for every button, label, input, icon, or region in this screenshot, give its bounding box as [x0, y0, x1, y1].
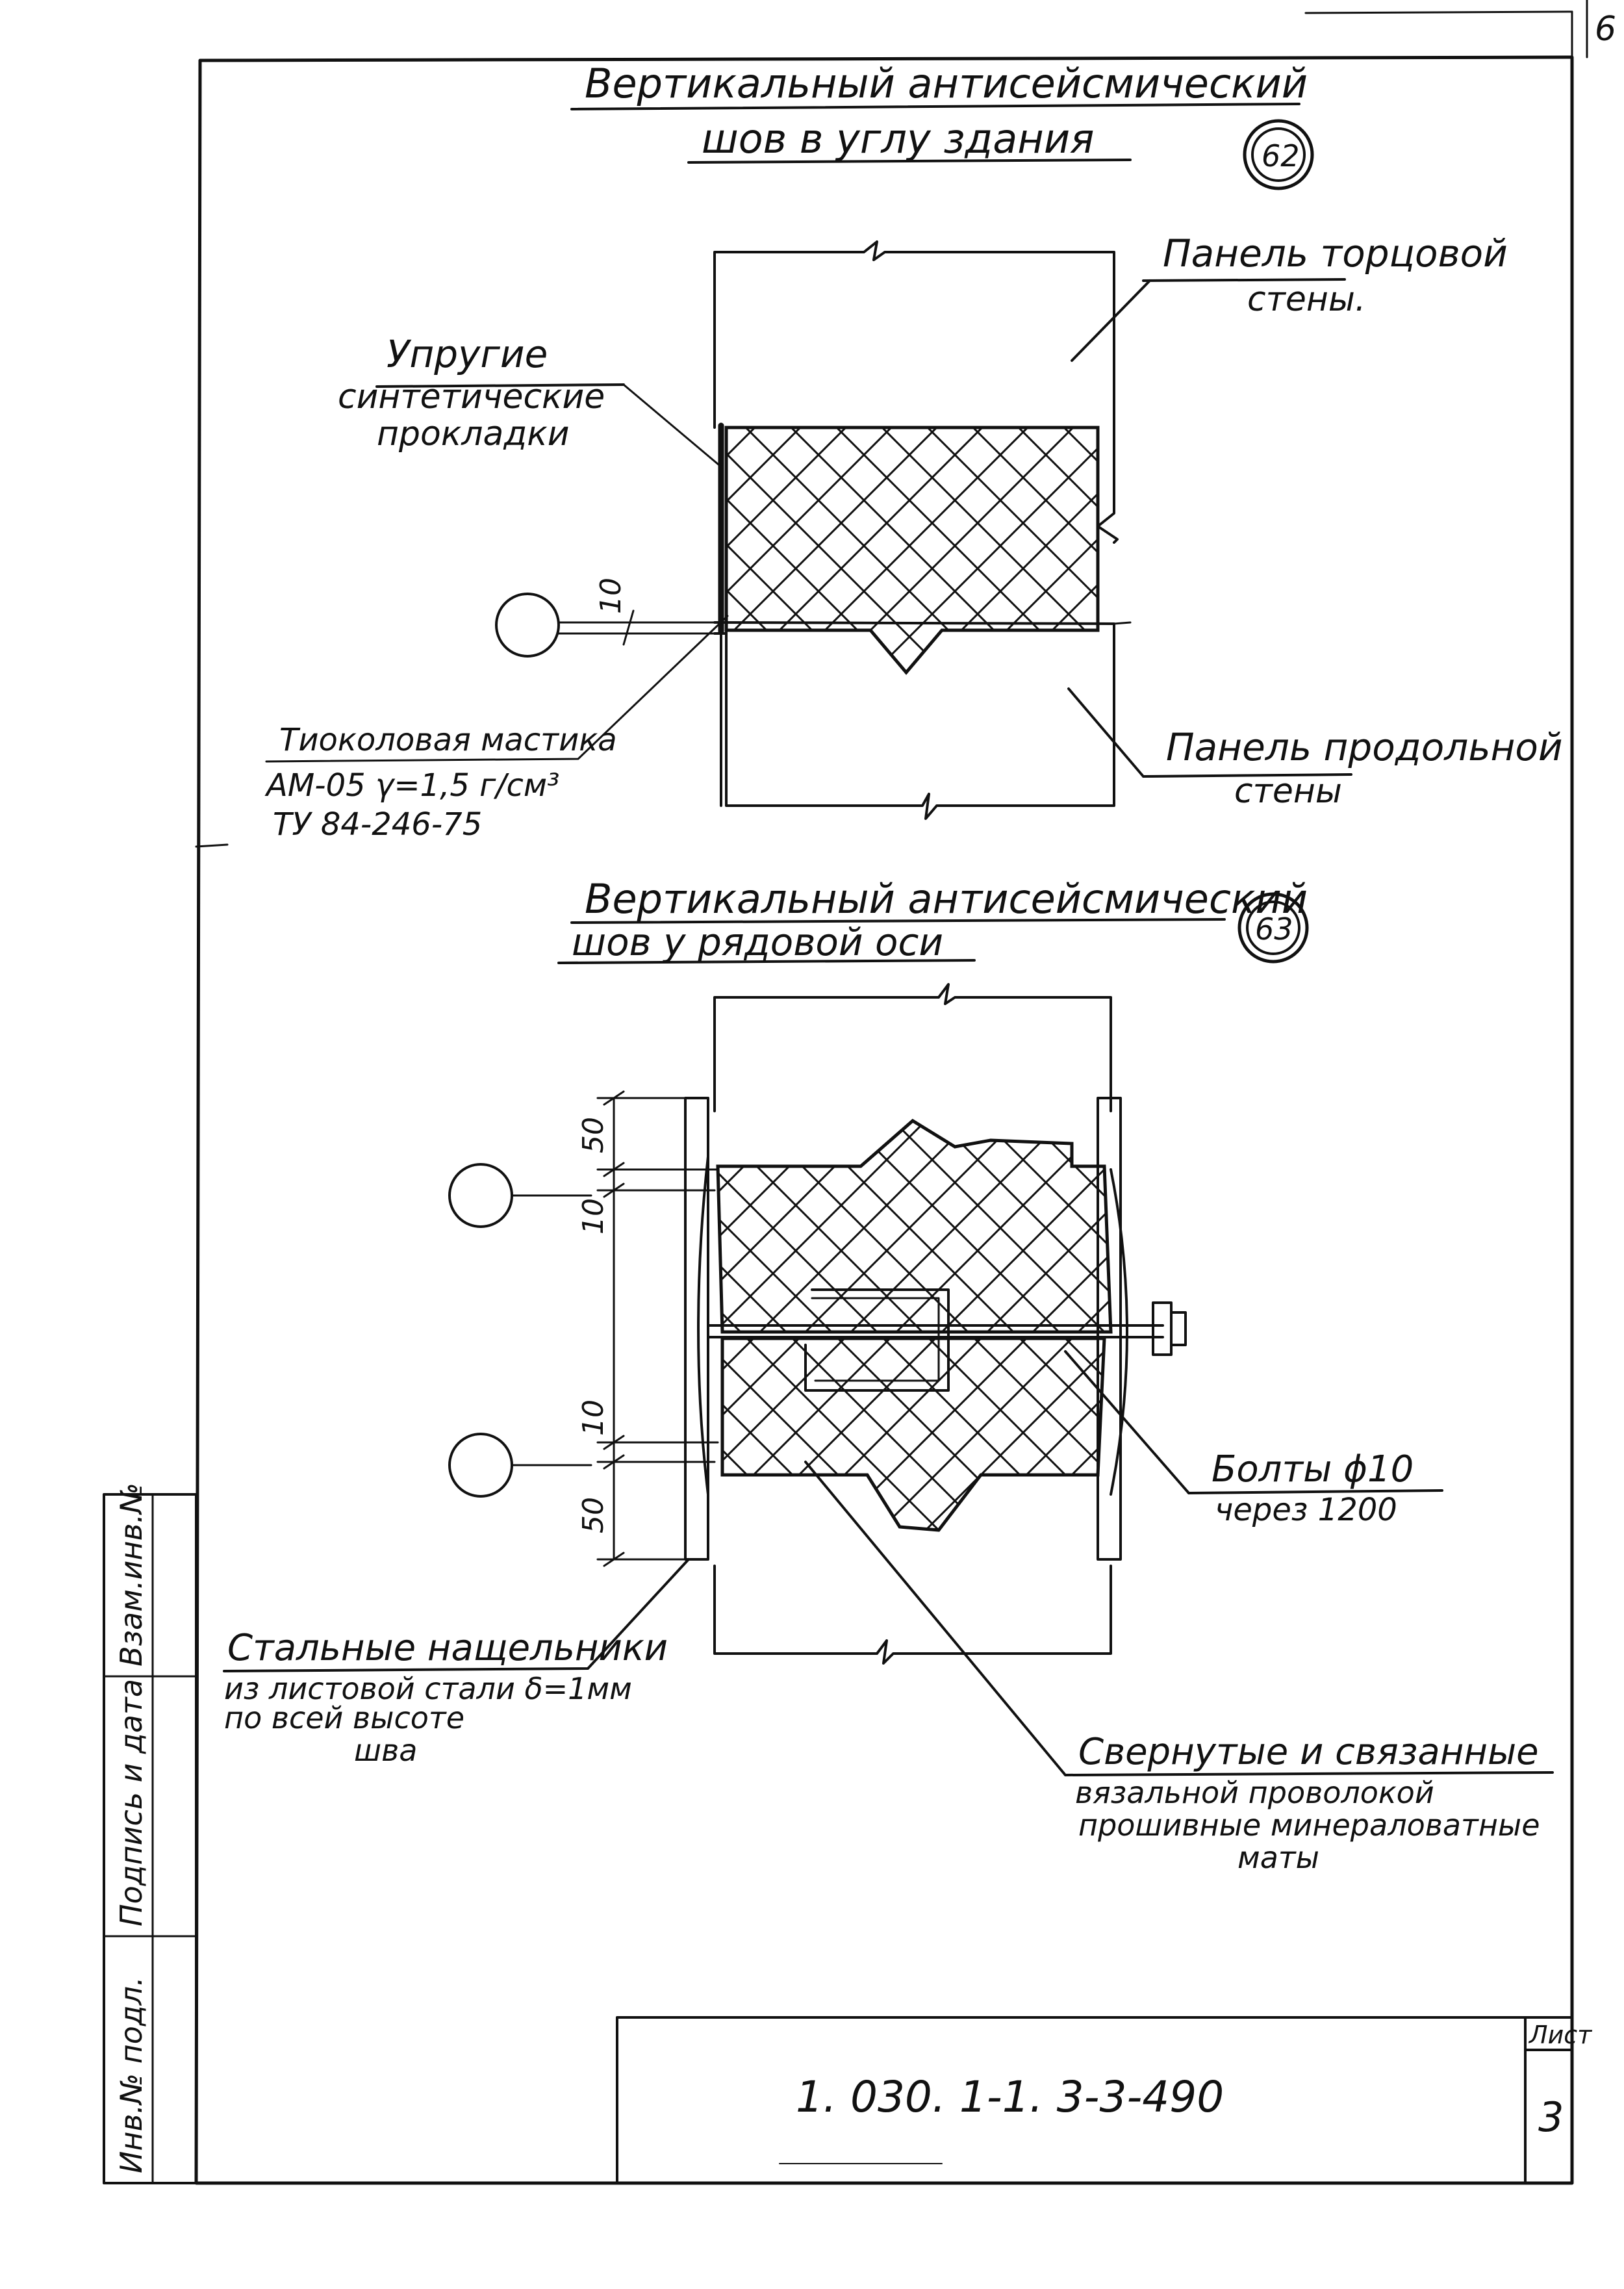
label-plates-line4: шва: [354, 1733, 417, 1768]
gasket-insulation: [724, 426, 1100, 675]
sheet-label: Лист: [1528, 2021, 1593, 2049]
detail-63: Вертикальный антисейсмический шов у рядо…: [223, 875, 1554, 1875]
axis-marker-63-upper: [448, 1163, 513, 1228]
label-mats-line3: прошивные минераловатные: [1078, 1808, 1540, 1843]
detail-62-title-line1: Вертикальный антисейсмический: [585, 60, 1308, 107]
label-mats-line4: маты: [1237, 1840, 1319, 1875]
label-plates-line2: из листовой стали δ=1мм: [224, 1671, 632, 1706]
dim-63-bottom-50: 50: [577, 1497, 610, 1533]
sheet-frame: [194, 0, 1588, 2185]
title-block: [616, 2016, 1573, 2184]
detail-63-title-line1: Вертикальный антисейсмический: [585, 875, 1308, 923]
label-mats-line1: Свернутые и связанные: [1078, 1731, 1539, 1773]
steel-cover-plate-left: [684, 1097, 709, 1561]
side-label-signature: Подпись и дата: [114, 1679, 149, 1926]
label-gasket-line3: прокладки: [377, 415, 570, 454]
detail-63-title-line2: шов у рядовой оси: [572, 920, 943, 964]
sheet-number: 3: [1538, 2093, 1564, 2141]
mineral-wool-mat-upper: [716, 1118, 1113, 1334]
axis-marker-62: [495, 593, 560, 658]
label-end-panel-line2: стены.: [1247, 280, 1365, 319]
wall-panel-upper: [713, 983, 1112, 1112]
document-code: 1. 030. 1-1. 3-3-490: [796, 2072, 1224, 2122]
label-long-panel-line2: стены: [1234, 772, 1342, 811]
label-mats-line2: вязальной проволокой: [1075, 1775, 1434, 1810]
side-stamp-block: Инв.№ подл. Подпись и дата Взам.инв.№: [103, 1483, 197, 2184]
label-gasket-line1: Упругие: [387, 332, 548, 376]
label-sealant-line1: Тиоколовая мастика: [279, 722, 617, 758]
label-plates-line3: по всей высоте: [224, 1700, 464, 1735]
label-end-panel-line1: Панель торцовой: [1163, 231, 1508, 275]
dim-63-top-50: 50: [577, 1117, 610, 1153]
steel-cover-plate-right: [1097, 1097, 1128, 1561]
wall-panel-lower: [713, 1565, 1112, 1665]
label-plates-line1: Стальные нащельники: [227, 1627, 668, 1669]
dim-63-top-10: 10: [577, 1198, 610, 1234]
label-sealant-line2: АМ-05 γ=1,5 г/см³: [264, 767, 559, 804]
label-sealant-line3: ТУ 84-246-75: [273, 806, 482, 843]
detail-62-title-line2: шов в углу здания: [702, 115, 1094, 162]
dim-62-gap: 10: [594, 578, 628, 614]
detail-marker-62: 62: [1243, 119, 1314, 190]
svg-text:63: 63: [1255, 912, 1293, 947]
corner-mark: 6: [1595, 10, 1616, 49]
label-gasket-line2: синтетические: [338, 377, 605, 416]
label-bolts-line1: Болты ϕ10: [1212, 1448, 1414, 1490]
side-label-replace: Взам.инв.№: [114, 1483, 149, 1667]
mineral-wool-mat-lower: [720, 1336, 1106, 1532]
svg-text:62: 62: [1262, 138, 1300, 173]
label-long-panel-line1: Панель продольной: [1166, 725, 1563, 769]
tie-bolt: [707, 1324, 1164, 1338]
dim-63-bottom-10: 10: [577, 1400, 610, 1436]
label-bolts-line2: через 1200: [1215, 1492, 1397, 1528]
detail-62: Вертикальный антисейсмический шов в углу…: [264, 60, 1563, 843]
side-label-inventory: Инв.№ подл.: [114, 1976, 149, 2173]
detail-marker-63: 63: [1237, 892, 1309, 964]
axis-marker-63-lower: [448, 1433, 513, 1498]
